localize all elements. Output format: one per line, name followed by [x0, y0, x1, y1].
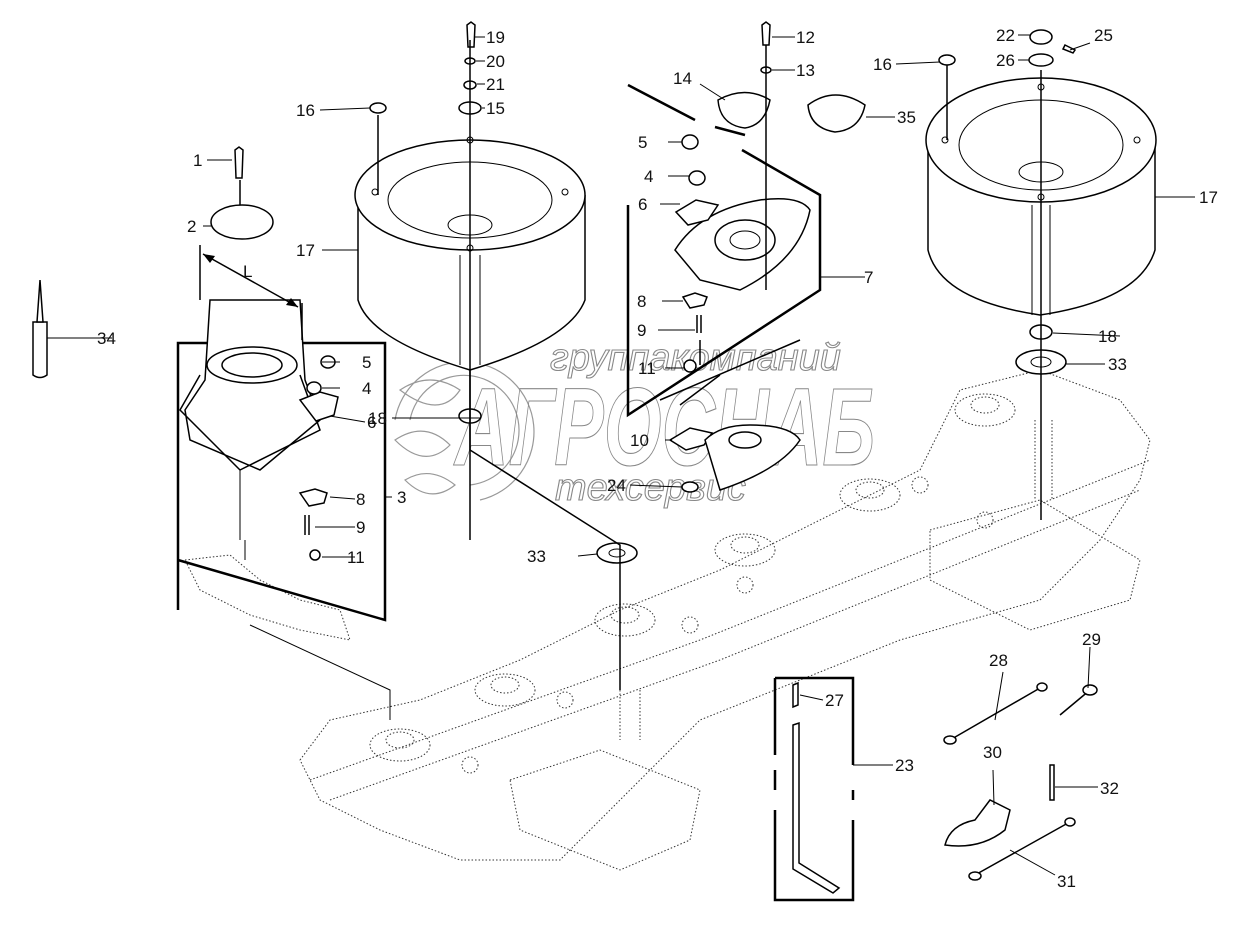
dimension-label: L: [243, 262, 252, 281]
callout-6: 6: [367, 413, 376, 432]
callout-35: 35: [897, 108, 916, 127]
callout-18: 18: [368, 409, 387, 428]
callout-30: 30: [983, 743, 1002, 762]
callout-10: 10: [630, 431, 649, 450]
callout-34: 34: [97, 329, 116, 348]
callout-3: 3: [397, 488, 406, 507]
callout-6: 6: [638, 195, 647, 214]
callout-5: 5: [638, 133, 647, 152]
callout-labels: 1 2 3 4 4 5 5 6 6 7 8 8 9 9 10 11 11 12 …: [97, 26, 1218, 891]
callout-9: 9: [637, 321, 646, 340]
callout-9: 9: [356, 518, 365, 537]
callout-7: 7: [864, 268, 873, 287]
callout-25: 25: [1094, 26, 1113, 45]
assembly-box-3: [176, 299, 387, 622]
leader-lines: [47, 34, 1195, 876]
assembly-box-7: [626, 83, 866, 493]
spare-parts: [943, 682, 1098, 881]
callout-28: 28: [989, 651, 1008, 670]
callout-14: 14: [673, 69, 692, 88]
callout-17: 17: [1199, 188, 1218, 207]
callout-12: 12: [796, 28, 815, 47]
callout-16: 16: [873, 55, 892, 74]
dimension-l: L: [199, 245, 303, 340]
callout-31: 31: [1057, 872, 1076, 891]
callout-8: 8: [637, 292, 646, 311]
callout-11: 11: [347, 548, 365, 567]
callout-13: 13: [796, 61, 815, 80]
watermark: группакомпаний АГРОСНАБ техсервис: [394, 336, 876, 510]
callout-19: 19: [486, 28, 505, 47]
gearbox: [509, 420, 1141, 871]
callout-24: 24: [607, 476, 626, 495]
callout-2: 2: [187, 217, 196, 236]
callout-4: 4: [644, 167, 653, 186]
callout-27: 27: [825, 691, 844, 710]
callout-20: 20: [486, 52, 505, 71]
callout-5: 5: [362, 353, 371, 372]
callout-22: 22: [996, 26, 1015, 45]
callout-18: 18: [1098, 327, 1117, 346]
callout-15: 15: [486, 99, 505, 118]
callout-33: 33: [1108, 355, 1127, 374]
disc-hub: [369, 393, 1016, 774]
watermark-line2: АГРОСНАБ: [453, 366, 875, 489]
callout-33: 33: [527, 547, 546, 566]
callout-21: 21: [486, 75, 505, 94]
assembly-box-23: [773, 676, 855, 902]
callout-4: 4: [362, 379, 371, 398]
callout-23: 23: [895, 756, 914, 775]
callout-29: 29: [1082, 630, 1101, 649]
callout-17: 17: [296, 241, 315, 260]
callout-8: 8: [356, 490, 365, 509]
fastener-parts: [32, 21, 1077, 720]
callout-1: 1: [193, 151, 202, 170]
callout-16: 16: [296, 101, 315, 120]
callout-32: 32: [1100, 779, 1119, 798]
cutter-bar: [184, 369, 1151, 871]
callout-11: 11: [638, 359, 656, 378]
callout-26: 26: [996, 51, 1015, 70]
